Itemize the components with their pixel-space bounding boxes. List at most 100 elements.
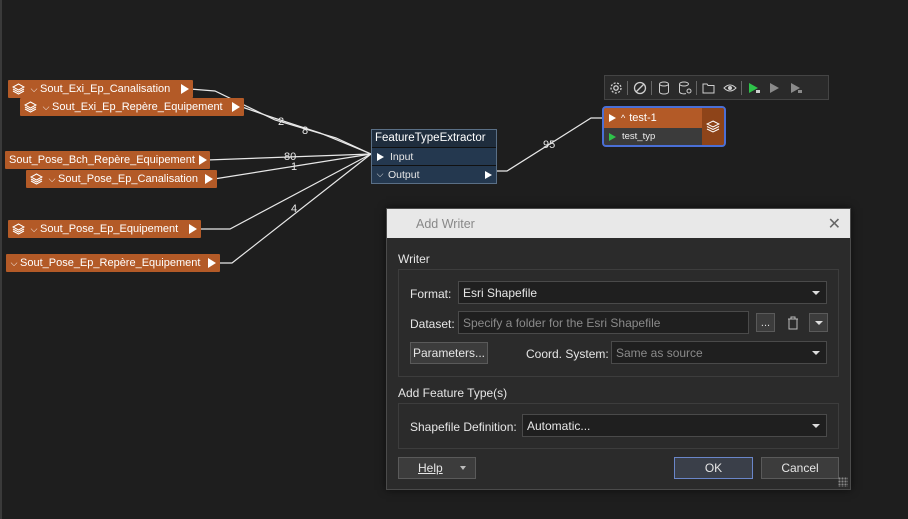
input-port-icon[interactable] <box>609 114 616 122</box>
reader-label: Sout_Pose_Ep_Canalisation <box>58 173 199 185</box>
connection-line[interactable] <box>189 88 372 155</box>
layers-icon <box>8 220 28 238</box>
output-port-icon[interactable] <box>208 258 216 268</box>
run-to-icon[interactable] <box>764 77 785 98</box>
chevron-down-icon[interactable]: ⌵ <box>48 173 56 184</box>
chevron-down-icon[interactable]: ⌵ <box>42 101 50 112</box>
chevron-down-icon <box>812 351 820 355</box>
writer-label: test-1 <box>629 112 657 124</box>
resize-grip-icon[interactable] <box>838 477 848 487</box>
reader-label: Sout_Exi_Ep_Canalisation <box>40 83 171 95</box>
output-port-icon[interactable] <box>485 170 492 179</box>
output-port-icon[interactable] <box>181 84 189 94</box>
connection-line[interactable] <box>216 153 372 264</box>
feature-type-port-icon[interactable] <box>609 132 616 141</box>
chevron-up-icon[interactable]: ^ <box>621 113 626 123</box>
ok-label: OK <box>704 461 723 475</box>
chevron-down-icon[interactable]: ⌵ <box>30 223 38 234</box>
toolbar-separator <box>696 80 697 95</box>
run-from-icon[interactable] <box>785 77 806 98</box>
node-toolbar <box>604 75 829 100</box>
parameters-label: Parameters... <box>412 346 486 360</box>
connection-line[interactable] <box>206 153 372 161</box>
coord-system-select[interactable]: Same as source <box>611 341 827 364</box>
cancel-label: Cancel <box>781 461 819 475</box>
link-count: 8 <box>302 125 309 137</box>
reader-node[interactable]: ⌵ Sout_Pose_Ep_Repère_Equipement <box>6 254 220 272</box>
chevron-down-icon[interactable] <box>460 466 466 470</box>
layers-icon <box>26 170 46 188</box>
delete-file-icon[interactable] <box>783 313 802 332</box>
chevron-down-icon <box>812 424 820 428</box>
reader-node[interactable]: ⌵ Sout_Pose_Ep_Equipement <box>8 220 201 238</box>
parameters-button[interactable]: Parameters... <box>410 342 488 364</box>
writer-node[interactable]: ^ test-1 test_typ <box>602 106 726 147</box>
browse-button[interactable]: ... <box>756 313 775 332</box>
reader-node[interactable]: ⌵ Sout_Exi_Ep_Canalisation <box>8 80 193 98</box>
feature-type-extractor-node[interactable]: FeatureTypeExtractor Input ⌵ Output <box>371 129 497 184</box>
inspect-icon[interactable] <box>719 77 740 98</box>
close-icon[interactable]: ✕ <box>827 216 841 233</box>
transformer-title: FeatureTypeExtractor <box>372 130 496 147</box>
shapefile-definition-value: Automatic... <box>527 418 591 433</box>
output-port-icon[interactable] <box>189 224 197 234</box>
output-port[interactable]: ⌵ Output <box>372 165 496 183</box>
link-count: 1 <box>291 161 298 173</box>
help-label: Help <box>418 461 443 475</box>
link-count: 95 <box>543 139 556 151</box>
output-port-label: Output <box>388 168 420 181</box>
dialog-title-bar[interactable]: Add Writer ✕ <box>387 209 850 238</box>
layers-icon <box>8 80 28 98</box>
reader-node[interactable]: ⌵ Sout_Pose_Ep_Canalisation <box>26 170 217 188</box>
chevron-down-icon[interactable]: ⌵ <box>30 83 38 94</box>
connection-line[interactable] <box>213 153 372 180</box>
toolbar-separator <box>651 80 652 95</box>
writer-group <box>398 269 839 377</box>
output-port-icon[interactable] <box>232 102 240 112</box>
layers-icon <box>20 98 40 116</box>
link-count: 2 <box>278 116 285 128</box>
shapefile-definition-select[interactable]: Automatic... <box>522 414 827 437</box>
feature-type-section-label: Add Feature Type(s) <box>398 386 508 400</box>
toolbar-separator <box>627 80 628 95</box>
browse-label: ... <box>760 316 771 329</box>
chevron-down-icon <box>814 320 823 325</box>
format-value: Esri Shapefile <box>463 285 538 300</box>
coord-system-label: Coord. System: <box>526 347 609 361</box>
layers-icon <box>702 108 724 145</box>
connection-line[interactable] <box>492 117 604 172</box>
chevron-down-icon[interactable]: ⌵ <box>376 169 384 179</box>
reader-label: Sout_Pose_Ep_Repère_Equipement <box>20 257 201 269</box>
format-select[interactable]: Esri Shapefile <box>458 281 827 304</box>
reader-node[interactable]: ⌵ Sout_Exi_Ep_Repère_Equipement <box>20 98 244 116</box>
dataset-menu-button[interactable] <box>809 313 828 332</box>
cache-settings-icon[interactable] <box>674 77 695 98</box>
feature-type-label: test_typ <box>622 131 656 142</box>
run-icon[interactable] <box>743 77 764 98</box>
gear-icon[interactable] <box>605 77 626 98</box>
toolbar-separator <box>741 80 742 95</box>
ok-button[interactable]: OK <box>674 457 753 479</box>
cache-icon[interactable] <box>653 77 674 98</box>
help-button[interactable]: Help <box>398 457 476 479</box>
input-port[interactable]: Input <box>372 147 496 165</box>
disable-icon[interactable] <box>629 77 650 98</box>
chevron-down-icon <box>812 291 820 295</box>
dataset-placeholder: Specify a folder for the Esri Shapefile <box>463 315 661 330</box>
output-port-icon[interactable] <box>198 155 207 165</box>
dataset-input[interactable]: Specify a folder for the Esri Shapefile <box>458 311 749 334</box>
connection-line[interactable] <box>197 153 372 230</box>
input-port-label: Input <box>390 150 414 163</box>
reader-label: Sout_Pose_Bch_Repère_Equipement <box>9 154 195 166</box>
cancel-button[interactable]: Cancel <box>761 457 839 479</box>
connection-line[interactable] <box>241 106 372 155</box>
feature-type-group <box>398 403 839 449</box>
chevron-down-icon[interactable]: ⌵ <box>10 257 18 268</box>
coord-system-value: Same as source <box>616 345 703 360</box>
input-port-icon[interactable] <box>377 152 384 161</box>
output-port-icon[interactable] <box>205 174 213 184</box>
writer-section-label: Writer <box>398 252 430 266</box>
reader-node[interactable]: Sout_Pose_Bch_Repère_Equipement <box>5 151 210 169</box>
open-folder-icon[interactable] <box>698 77 719 98</box>
